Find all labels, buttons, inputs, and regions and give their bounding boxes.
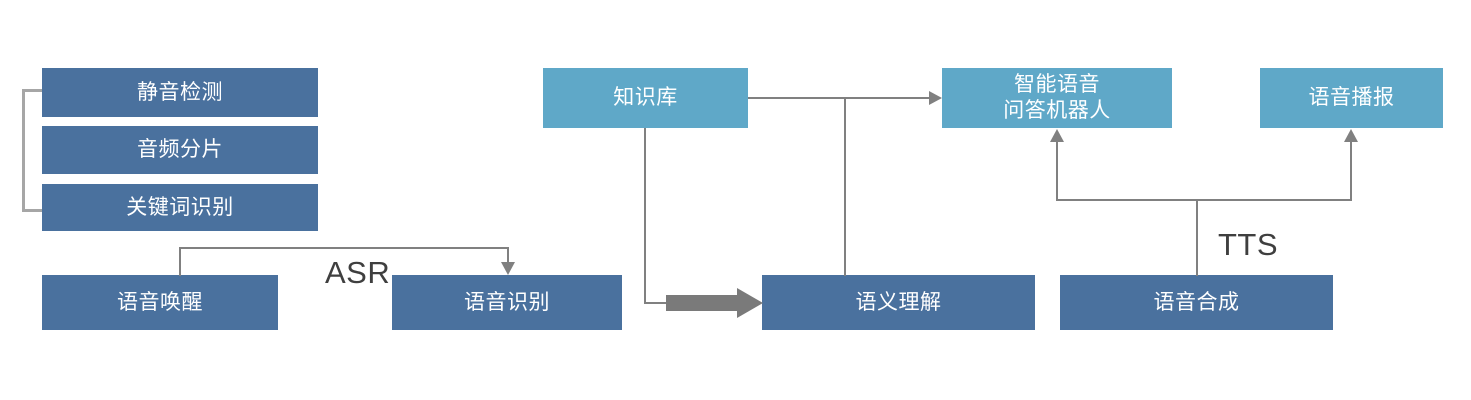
node-speech-synthesis[interactable]: 语音合成 — [1060, 275, 1333, 330]
edge-synthesis-to-robot-arrowhead — [1050, 129, 1064, 142]
edge-block-arrow-to-semantic — [666, 288, 763, 318]
edge-label-asr: ASR — [325, 255, 391, 290]
node-keyword-spotting[interactable]: 关键词识别 — [42, 184, 318, 231]
edge-wakeup-to-asr-arrowhead — [501, 262, 515, 275]
edge-tts-riser — [1350, 141, 1352, 200]
node-qa-robot[interactable]: 智能语音 问答机器人 — [942, 68, 1172, 128]
node-knowledge-base[interactable]: 知识库 — [543, 68, 748, 128]
edge-tts-span — [1196, 199, 1352, 201]
edge-kb-to-robot-arrowhead — [929, 91, 942, 105]
edge-kb-down-riser — [644, 128, 646, 304]
edge-kb-to-robot-span — [748, 97, 929, 99]
edge-kb-down-to-arrow — [644, 302, 672, 304]
edge-synthesis-to-robot-riser — [1056, 141, 1058, 200]
front-end-group-bracket — [22, 89, 43, 212]
block-arrow-shaft — [666, 295, 738, 311]
edge-label-tts: TTS — [1218, 227, 1279, 262]
block-arrow-head — [737, 288, 763, 318]
node-semantic-understanding[interactable]: 语义理解 — [762, 275, 1035, 330]
node-audio-slicing[interactable]: 音频分片 — [42, 126, 318, 174]
edge-synthesis-riser — [1196, 200, 1198, 276]
edge-wakeup-to-asr-drop — [507, 247, 509, 263]
edge-wakeup-to-asr-span — [179, 247, 509, 249]
node-silence-detection[interactable]: 静音检测 — [42, 68, 318, 117]
edge-tts-arrowhead — [1344, 129, 1358, 142]
edge-wakeup-to-asr-riser — [179, 247, 181, 276]
node-voice-broadcast[interactable]: 语音播报 — [1260, 68, 1443, 128]
edge-synthesis-to-robot-span — [1056, 199, 1198, 201]
node-speech-recognition[interactable]: 语音识别 — [392, 275, 622, 330]
edge-semantic-to-robot-riser — [844, 97, 846, 276]
node-voice-wakeup[interactable]: 语音唤醒 — [42, 275, 278, 330]
